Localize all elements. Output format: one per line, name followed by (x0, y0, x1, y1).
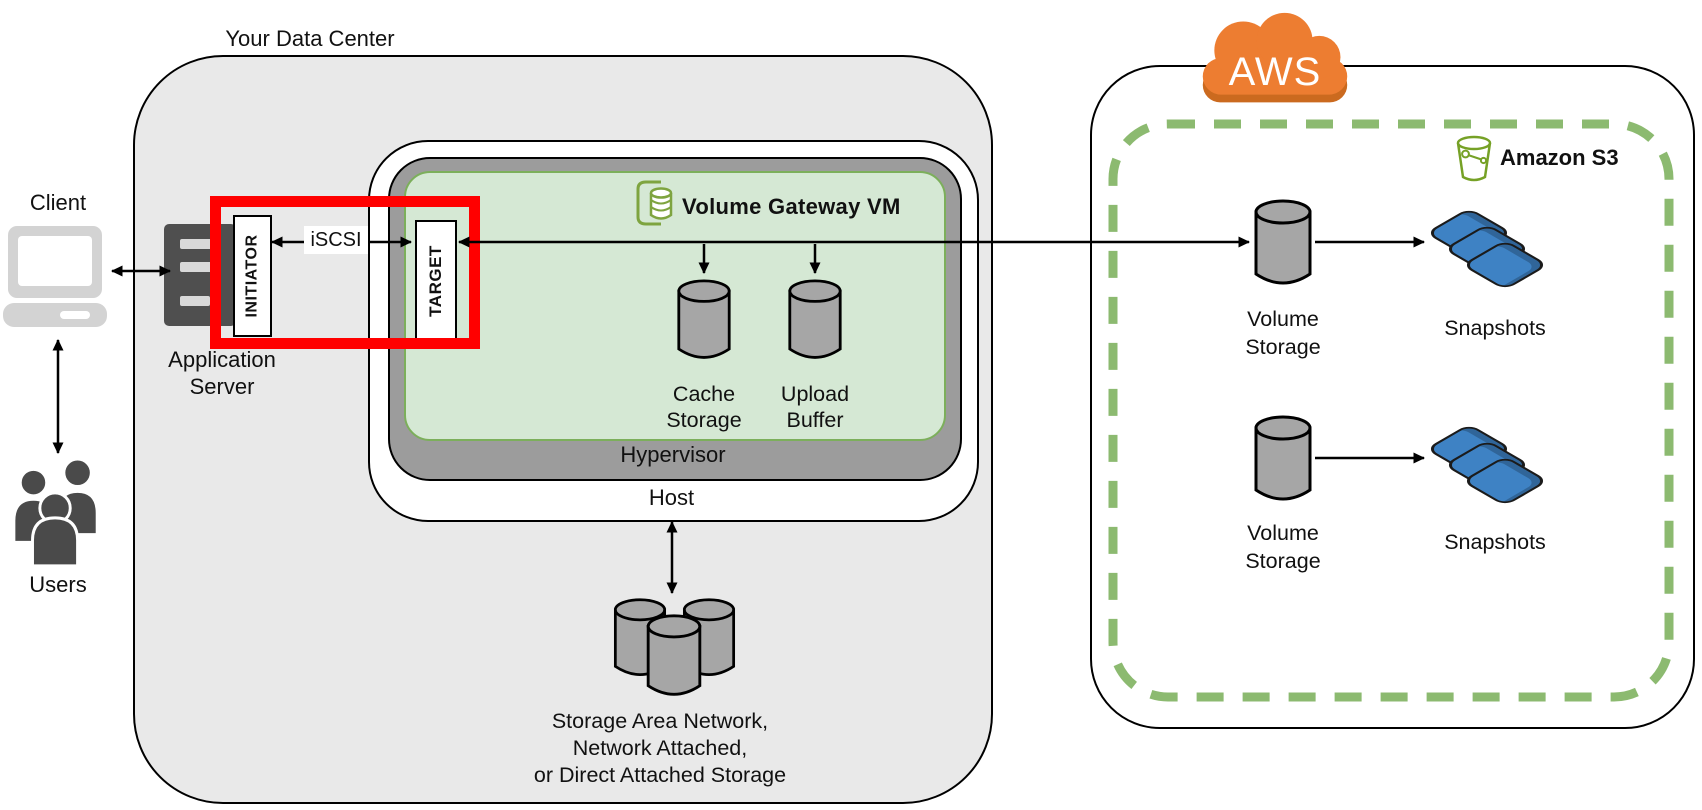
san-cylinder-front (646, 614, 702, 696)
volume-gateway-icon (636, 180, 673, 226)
host-label: Host (648, 485, 695, 510)
laptop-screen-inner (18, 236, 92, 286)
aws-cloud-icon (1202, 12, 1348, 103)
san-label: Storage Area Network, Network Attached, … (533, 709, 787, 787)
aws-cloud-label: AWS (1228, 50, 1322, 94)
application-server-label: Application Server (168, 347, 276, 399)
upload-buffer-label: Upload Buffer (780, 382, 850, 432)
laptop-base-slot (60, 311, 90, 319)
aws-dashed-boundary (1108, 119, 1674, 702)
volume-storage-cylinder-1 (1254, 199, 1312, 285)
s3-bucket-icon (1456, 135, 1492, 182)
users-label: Users (29, 572, 87, 597)
upload-buffer-cylinder-icon (788, 279, 842, 359)
initiator-box: INITIATOR (233, 215, 272, 337)
users-icon (12, 457, 99, 568)
iscsi-label: iSCSI (304, 226, 368, 254)
vm-title: Volume Gateway VM (682, 194, 901, 219)
snapshots-icon-2 (1425, 418, 1558, 520)
aws-region-box (1090, 65, 1695, 729)
snapshots-icon-1 (1425, 202, 1558, 304)
volume-storage-label-2: Volume Storage (1245, 521, 1321, 573)
target-box: TARGET (415, 220, 457, 341)
hypervisor-label: Hypervisor (620, 442, 726, 467)
volume-storage-label-1: Volume Storage (1245, 307, 1321, 359)
s3-label: Amazon S3 (1500, 145, 1619, 170)
data-center-title: Your Data Center (225, 26, 395, 51)
cache-storage-cylinder-icon (677, 279, 731, 359)
cache-storage-label: Cache Storage (666, 382, 742, 432)
volume-gateway-vm-box (404, 171, 946, 441)
volume-storage-cylinder-2 (1254, 415, 1312, 501)
iscsi-highlight-rectangle (210, 196, 480, 349)
snapshots-label-2: Snapshots (1444, 530, 1546, 554)
snapshots-label-1: Snapshots (1444, 316, 1546, 340)
client-label: Client (29, 190, 87, 215)
laptop-base (3, 303, 107, 327)
